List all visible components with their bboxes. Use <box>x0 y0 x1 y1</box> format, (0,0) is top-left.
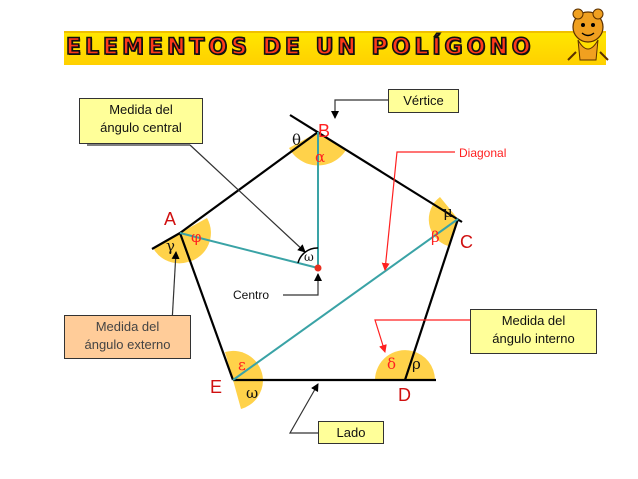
angle-rho: ρ <box>412 355 421 373</box>
diagonal-line <box>232 218 459 381</box>
center-label: Centro <box>233 288 270 302</box>
angle-epsilon: ε <box>238 356 246 374</box>
internal-angle-box-line2: ángulo interno <box>492 331 575 346</box>
side-box-label: Lado <box>336 425 366 440</box>
angle-wedge-a <box>180 218 211 262</box>
angle-alpha: α <box>315 148 326 166</box>
angle-wedge-e2 <box>233 380 264 409</box>
angle-delta: δ <box>387 355 397 373</box>
internal-angle-box-line1: Medida del <box>501 313 566 328</box>
side-ab-ext <box>151 232 181 250</box>
tiger-mascot-icon <box>567 8 609 61</box>
vertex-label-e: E <box>210 377 223 397</box>
internal-angle-arrow <box>374 319 470 353</box>
angle-gamma: γ <box>166 237 175 255</box>
angle-mu: μ <box>443 203 453 221</box>
vertex-label-d: D <box>398 385 411 405</box>
side-ea <box>178 232 235 381</box>
vertex-box: Vértice <box>388 89 459 113</box>
side-cd <box>403 218 460 381</box>
side-ab <box>179 131 319 234</box>
side-box: Lado <box>318 421 384 444</box>
page-title: ELEMENTOS DE UN POLÍGONO <box>65 34 535 61</box>
diagonal-label: Diagonal <box>459 146 507 160</box>
angle-wedge-d <box>375 350 412 380</box>
angle-wedges <box>153 132 458 409</box>
angle-omega-center: ω <box>304 250 314 264</box>
angle-omega-e: ω <box>246 384 259 402</box>
side-arrow <box>288 383 319 434</box>
diagonal-arrow <box>381 151 455 271</box>
angle-wedge-e <box>225 350 263 380</box>
center-arrow <box>283 273 322 296</box>
central-angle-arrow <box>87 144 305 252</box>
vertex-label-a: A <box>164 209 177 229</box>
central-angle-box-line1: Medida del <box>109 102 173 117</box>
external-angle-box-line2: ángulo externo <box>84 337 171 352</box>
vertex-label-b: B <box>318 121 331 141</box>
external-angle-box-line1: Medida del <box>95 319 160 334</box>
angle-beta: β <box>431 228 440 246</box>
vertex-box-label: Vértice <box>403 93 444 108</box>
radius-a <box>179 232 319 269</box>
external-angle-box: Medida del ángulo externo <box>64 315 191 359</box>
internal-angle-box: Medida del ángulo interno <box>470 309 597 354</box>
angle-phi: φ <box>191 228 202 246</box>
vertex-label-c: C <box>460 232 473 252</box>
central-angle-box: Medida del ángulo central <box>79 98 203 144</box>
center-point <box>314 264 322 272</box>
angle-theta: θ <box>292 131 302 149</box>
title-banner <box>64 31 606 65</box>
radii <box>179 132 319 269</box>
central-angle-box-line2: ángulo central <box>100 120 182 135</box>
side-bc <box>289 114 463 223</box>
